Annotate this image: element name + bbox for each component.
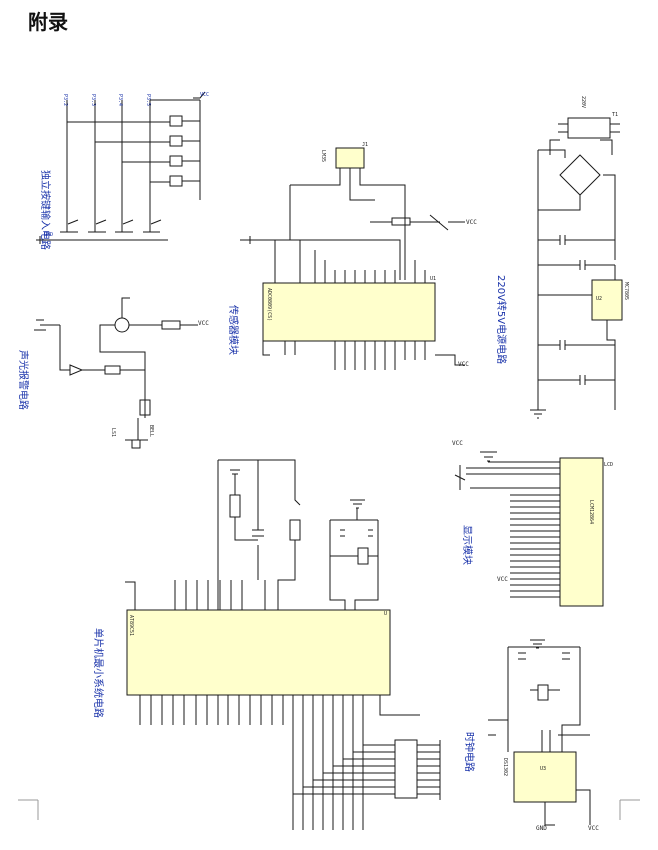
svg-text:VCC: VCC [466,219,477,226]
display-circuit: VCC VCC [452,440,604,607]
rtc-ref: U3 [540,766,546,772]
svg-text:VCC: VCC [497,576,508,583]
clock-block-title: 时钟电路 [463,732,476,772]
net-gnd: GND [44,232,53,238]
page-corner-marks [18,799,640,820]
net-p34: P3.4 [117,94,123,106]
mcu-ref: U [384,611,387,617]
sensor-name: LM35 [320,150,326,162]
adc-ref: U1 [430,276,436,282]
lcd-name: LCM12864 [588,500,594,524]
sensor-ref: J1 [362,142,368,148]
net-p33: P3.3 [90,94,96,106]
buzzer-name: BELL [148,425,154,437]
adc-chip [262,282,436,342]
svg-text:VCC: VCC [588,825,599,832]
mcu-block-title: 单片机最小系统电路 [92,628,105,718]
keys-circuit [36,91,206,244]
buzzer-ref: LS1 [110,428,116,437]
sensor-connector [335,147,365,169]
net-vcc: VCC [200,92,209,98]
mcu-chip [126,609,391,696]
power-block-title: 220V转5V电源电路 [495,275,508,364]
page-heading: 附录 [28,10,68,34]
transformer-name: 220V [580,96,586,108]
rtc-chip [513,751,577,803]
keys-block-title: 独立按键输入电路 [39,170,52,250]
alarm-circuit: VCC [34,297,209,449]
adc-name: ADC0809(CS) [266,288,272,321]
regulator-chip [591,279,623,321]
net-p32: P3.2 [62,94,68,106]
svg-text:GND: GND [536,825,547,832]
clock-circuit: VCC GND [488,639,599,832]
mcu-name: AT89C51 [128,615,134,636]
mcu-circuit [125,459,441,830]
reg-name: MC7805 [623,282,629,300]
lcd-module [559,457,604,607]
svg-text:VCC: VCC [458,361,469,368]
display-block-title: 显示模块 [461,525,473,565]
lcd-ref: LCD [604,462,613,468]
rtc-name: DS1302 [502,758,508,776]
alarm-block-title: 声光报警电路 [17,350,30,410]
svg-text:VCC: VCC [198,320,209,327]
net-p35: P3.5 [145,94,151,106]
transformer-ref: T1 [612,112,618,118]
power-circuit [530,117,623,419]
sensor-circuit: VCC VCC [240,147,477,370]
reg-ref: U2 [596,296,602,302]
sensor-block-title: 传感器模块 [227,305,240,355]
svg-text:VCC: VCC [452,440,463,447]
